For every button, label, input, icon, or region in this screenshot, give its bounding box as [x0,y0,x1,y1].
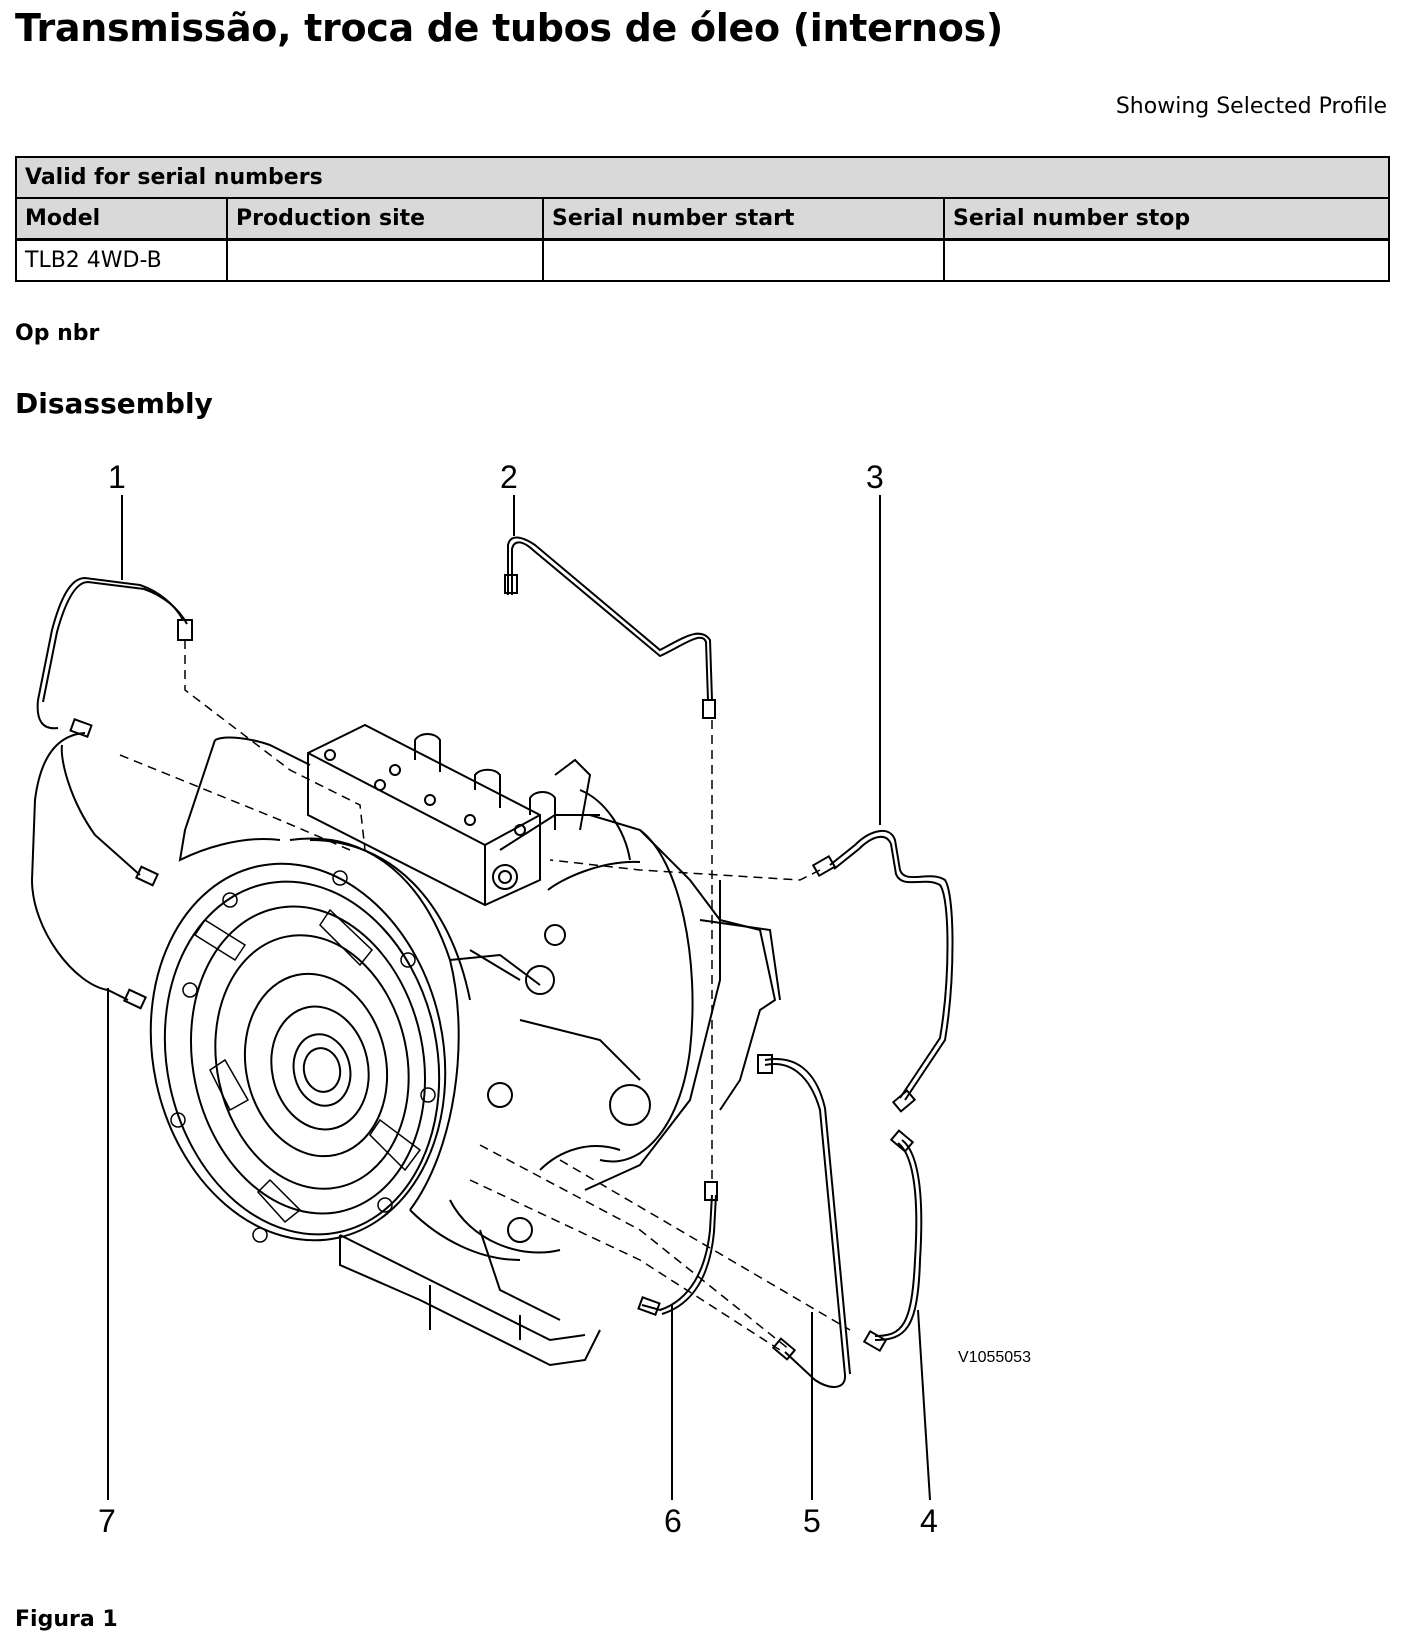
column-header-production-site: Production site [226,197,544,241]
section-heading: Disassembly [15,387,213,420]
cell-production-site [226,238,544,282]
page-title: Transmissão, troca de tubos de óleo (int… [15,6,1003,50]
serial-number-table: Valid for serial numbers Model Productio… [15,156,1390,282]
serial-table-caption: Valid for serial numbers [15,156,1390,199]
figure-caption: Figura 1 [15,1607,118,1632]
table-row: TLB2 4WD-B [15,238,1390,282]
column-header-model: Model [15,197,228,241]
op-nbr-label: Op nbr [15,321,100,346]
callout-6: 6 [664,1503,682,1539]
profile-note[interactable]: Showing Selected Profile [1115,94,1387,119]
callout-1: 1 [108,459,126,495]
callout-2: 2 [500,459,518,495]
cell-model: TLB2 4WD-B [15,238,228,282]
callout-7: 7 [98,1503,116,1539]
transmission-illustration: 1 2 3 4 5 6 7 V1055053 [30,459,1031,1539]
callout-4: 4 [920,1503,938,1539]
column-header-serial-start: Serial number start [542,197,945,241]
column-header-serial-stop: Serial number stop [943,197,1390,241]
callout-5: 5 [803,1503,821,1539]
cell-serial-stop [943,238,1390,282]
cell-serial-start [542,238,945,282]
callout-3: 3 [866,459,884,495]
figure-reference: V1055053 [958,1349,1031,1366]
